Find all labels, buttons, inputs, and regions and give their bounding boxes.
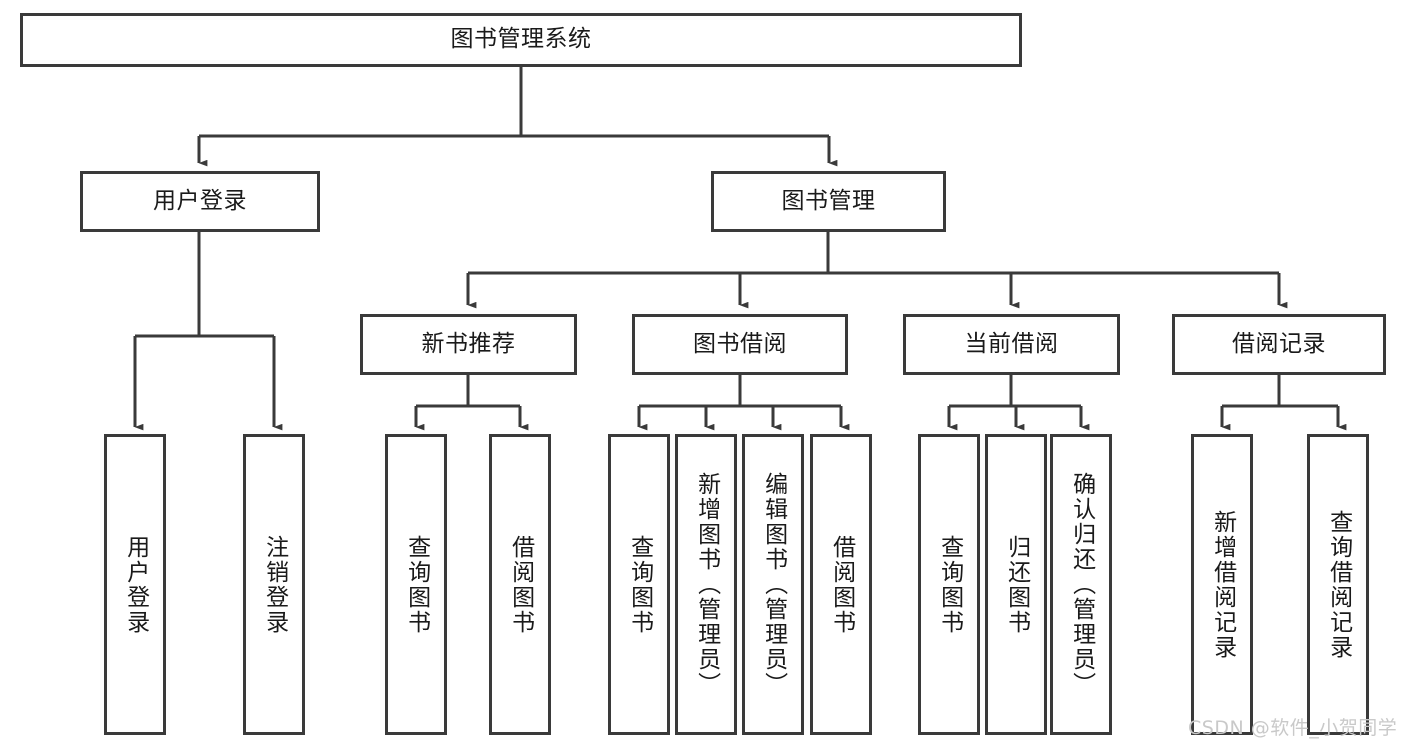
node-leaf-user-login-label: 用户登录 bbox=[122, 534, 149, 635]
node-leaf-add-record-label: 新增借阅记录 bbox=[1209, 509, 1236, 660]
node-borrow-record[interactable]: 借阅记录 bbox=[1172, 314, 1386, 375]
node-book-management-label: 图书管理 bbox=[781, 187, 876, 214]
node-leaf-query-record-label: 查询借阅记录 bbox=[1325, 509, 1352, 660]
node-book-borrow-label: 图书借阅 bbox=[693, 330, 787, 357]
node-leaf-query-book-1-label: 查询图书 bbox=[403, 534, 430, 635]
node-leaf-confirm-return[interactable]: 确认归还（管理员） bbox=[1050, 434, 1112, 735]
node-leaf-query-book-2-label: 查询图书 bbox=[626, 534, 653, 635]
node-leaf-return-book[interactable]: 归还图书 bbox=[985, 434, 1047, 735]
node-leaf-query-book-1[interactable]: 查询图书 bbox=[385, 434, 447, 735]
node-leaf-query-book-3-label: 查询图书 bbox=[936, 534, 963, 635]
node-leaf-query-record[interactable]: 查询借阅记录 bbox=[1307, 434, 1369, 735]
node-current-borrow[interactable]: 当前借阅 bbox=[903, 314, 1120, 375]
node-leaf-logout[interactable]: 注销登录 bbox=[243, 434, 305, 735]
node-leaf-borrow-book-1[interactable]: 借阅图书 bbox=[489, 434, 551, 735]
node-new-book-recommend[interactable]: 新书推荐 bbox=[360, 314, 577, 375]
node-leaf-add-book[interactable]: 新增图书（管理员） bbox=[675, 434, 737, 735]
node-borrow-record-label: 借阅记录 bbox=[1232, 330, 1326, 357]
node-leaf-add-book-label: 新增图书（管理员） bbox=[693, 472, 720, 697]
node-leaf-query-book-2[interactable]: 查询图书 bbox=[608, 434, 670, 735]
node-book-management[interactable]: 图书管理 bbox=[711, 171, 946, 232]
node-leaf-borrow-book-2[interactable]: 借阅图书 bbox=[810, 434, 872, 735]
node-user-login[interactable]: 用户登录 bbox=[80, 171, 320, 232]
node-leaf-user-login[interactable]: 用户登录 bbox=[104, 434, 166, 735]
node-root-label: 图书管理系统 bbox=[450, 26, 592, 53]
node-root[interactable]: 图书管理系统 bbox=[20, 13, 1022, 67]
node-new-book-recommend-label: 新书推荐 bbox=[421, 330, 516, 357]
csdn-watermark: CSDN @软件_小贺同学 bbox=[1188, 717, 1398, 739]
node-current-borrow-label: 当前借阅 bbox=[964, 330, 1059, 357]
node-leaf-edit-book[interactable]: 编辑图书（管理员） bbox=[742, 434, 804, 735]
node-leaf-borrow-book-1-label: 借阅图书 bbox=[507, 534, 534, 635]
node-book-borrow[interactable]: 图书借阅 bbox=[632, 314, 848, 375]
node-leaf-logout-label: 注销登录 bbox=[261, 534, 288, 635]
node-leaf-query-book-3[interactable]: 查询图书 bbox=[918, 434, 980, 735]
node-leaf-add-record[interactable]: 新增借阅记录 bbox=[1191, 434, 1253, 735]
node-leaf-borrow-book-2-label: 借阅图书 bbox=[828, 534, 855, 635]
node-leaf-confirm-return-label: 确认归还（管理员） bbox=[1068, 472, 1095, 697]
node-leaf-return-book-label: 归还图书 bbox=[1003, 534, 1030, 635]
node-leaf-edit-book-label: 编辑图书（管理员） bbox=[760, 472, 787, 697]
node-user-login-label: 用户登录 bbox=[153, 187, 247, 214]
